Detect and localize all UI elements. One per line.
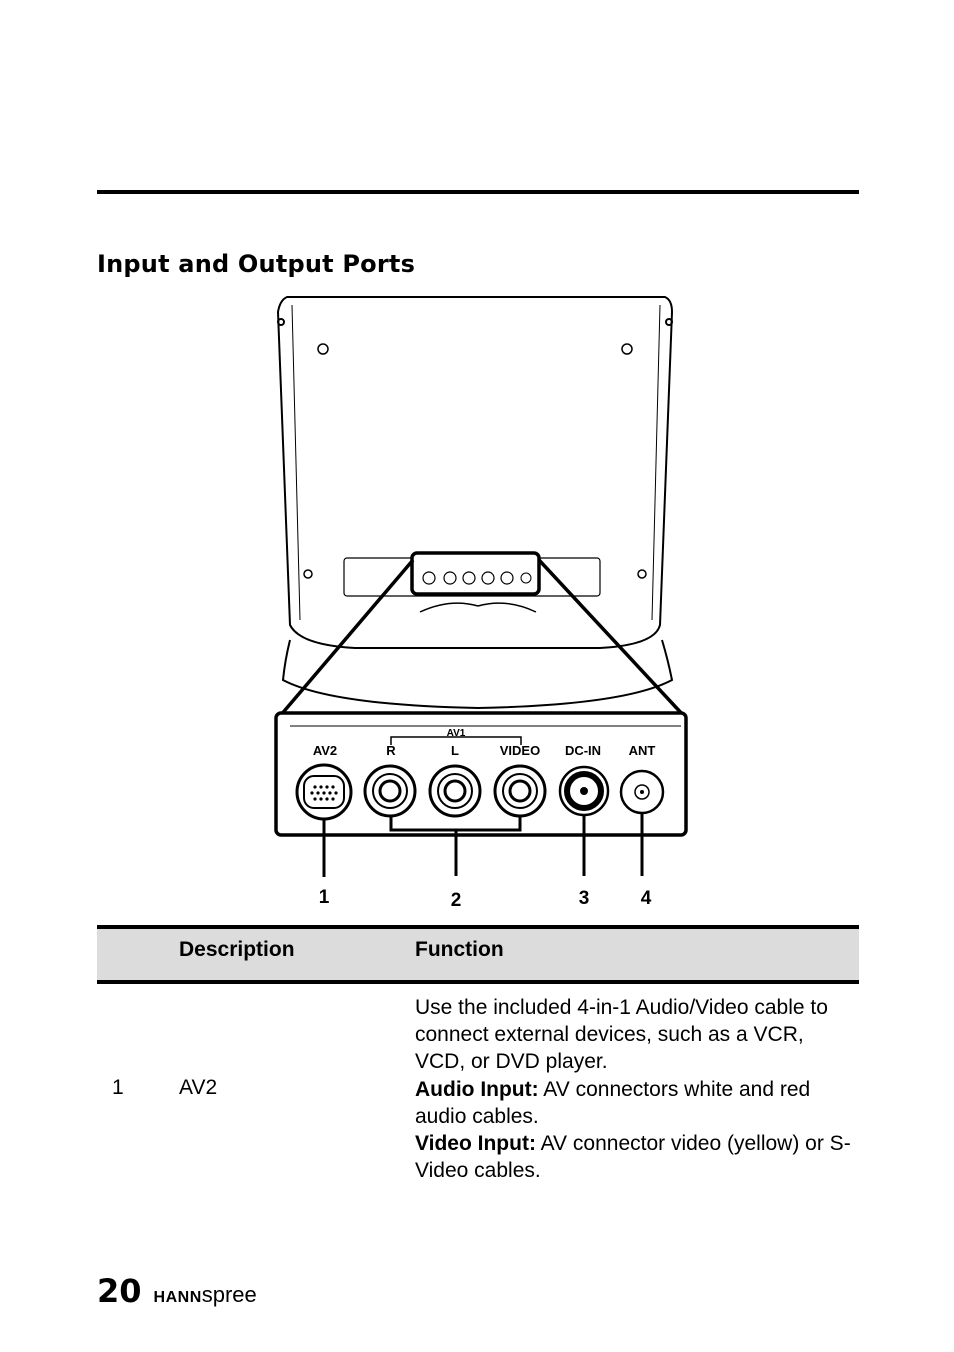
brand-logo: HANNspree: [154, 1282, 257, 1308]
video-input-line: Video Input: AV connector video (yellow)…: [415, 1130, 855, 1184]
top-rule: [97, 190, 859, 194]
zoom-line-left: [278, 558, 415, 718]
av1-group-label: AV1: [447, 728, 466, 739]
port-label-ant: ANT: [629, 743, 656, 758]
ports-diagram: AV1 AV2 R L VIDEO DC-IN ANT: [274, 296, 688, 911]
port-panel-small: [410, 551, 541, 596]
callout-4: 4: [641, 888, 652, 909]
table-top-rule: [97, 925, 859, 929]
av2-port-icon: [295, 763, 353, 821]
row-1-description: AV2: [179, 1076, 218, 1099]
callout-3: 3: [579, 888, 590, 909]
header-description: Description: [179, 938, 295, 961]
port-label-dc-in: DC-IN: [565, 743, 601, 758]
r-port-icon: [363, 764, 417, 818]
audio-input-line: Audio Input: AV connectors white and red…: [415, 1076, 855, 1130]
header-function: Function: [415, 938, 504, 961]
video-input-label: Video Input:: [415, 1132, 536, 1156]
page-footer: 20 HANNspree: [97, 1272, 257, 1310]
callout-lines: [322, 813, 644, 877]
section-title: Input and Output Ports: [97, 250, 416, 278]
table-header: [97, 929, 859, 980]
port-label-l: L: [451, 743, 459, 758]
callout-1: 1: [319, 887, 330, 908]
zoom-line-right: [537, 558, 686, 718]
row-1-function: Use the included 4-in-1 Audio/Video cabl…: [415, 994, 855, 1184]
function-intro: Use the included 4-in-1 Audio/Video cabl…: [415, 996, 828, 1074]
video-input-text: AV connector video (yellow) or S-Video c…: [415, 1132, 851, 1183]
port-label-video: VIDEO: [500, 743, 540, 758]
page-number: 20: [97, 1272, 142, 1310]
audio-input-label: Audio Input:: [415, 1077, 539, 1101]
callout-2: 2: [451, 890, 462, 911]
ant-port-icon: [619, 769, 665, 815]
brand-bold: HANN: [153, 1289, 202, 1306]
port-label-av2: AV2: [313, 743, 337, 758]
table-header-rule: [97, 980, 859, 984]
port-panel-enlarged: AV1 AV2 R L VIDEO DC-IN ANT: [274, 711, 688, 837]
port-label-r: R: [386, 743, 396, 758]
brand-light: spree: [201, 1282, 257, 1307]
row-1-number: 1: [112, 1076, 124, 1099]
dc-in-port-icon: [558, 765, 610, 817]
l-port-icon: [428, 764, 482, 818]
audio-input-text: AV connectors white and red audio cables…: [415, 1077, 811, 1128]
video-port-icon: [493, 764, 547, 818]
monitor-back-illustration: [276, 296, 674, 710]
